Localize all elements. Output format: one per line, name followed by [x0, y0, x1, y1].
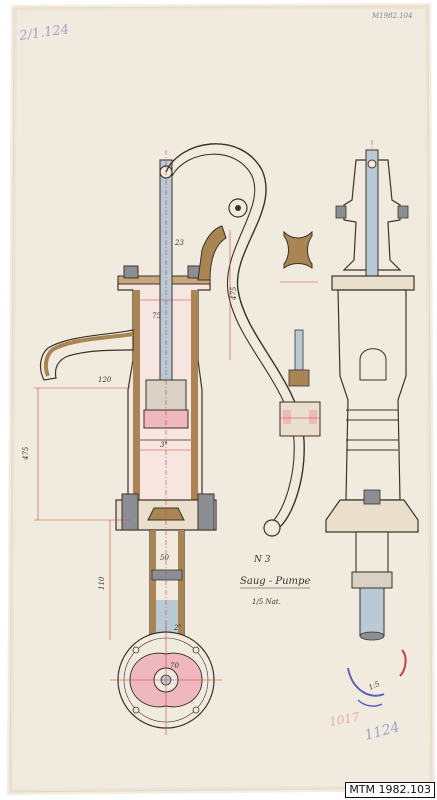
dim-outlet: 50 [160, 554, 169, 562]
pencil-note-top: 2/1.124 [17, 22, 69, 44]
drawing-title: Saug - Pumpe [240, 576, 310, 587]
museum-stamp [347, 649, 407, 707]
dim-barrel: 75 [152, 312, 161, 320]
pump-plan-view: 70 2" [110, 624, 222, 735]
dim-lower: 110 [98, 576, 106, 590]
detail-parts [279, 230, 321, 437]
red-stamp-number: 1017 [328, 710, 361, 729]
pump-elevation-view [325, 140, 419, 641]
pump-section-view: 23 75 3" 120 475 50 110 475 [22, 143, 305, 660]
dim-inner: 3" [160, 441, 168, 449]
dim-handle: 475 [230, 286, 238, 301]
sheet-number: N 3 [253, 555, 271, 565]
dim-plate: 70 [170, 662, 179, 670]
dim-pipe: 2" [173, 624, 182, 632]
dim-spout: 120 [98, 376, 112, 384]
corner-reference: M1982.104 [371, 12, 413, 20]
museum-caption: MTM 1982.103 [345, 782, 435, 798]
dim-total: 475 [22, 446, 30, 461]
dim-rod: 23 [174, 239, 184, 247]
drawing-scale: 1/5 Nat. [252, 598, 281, 606]
